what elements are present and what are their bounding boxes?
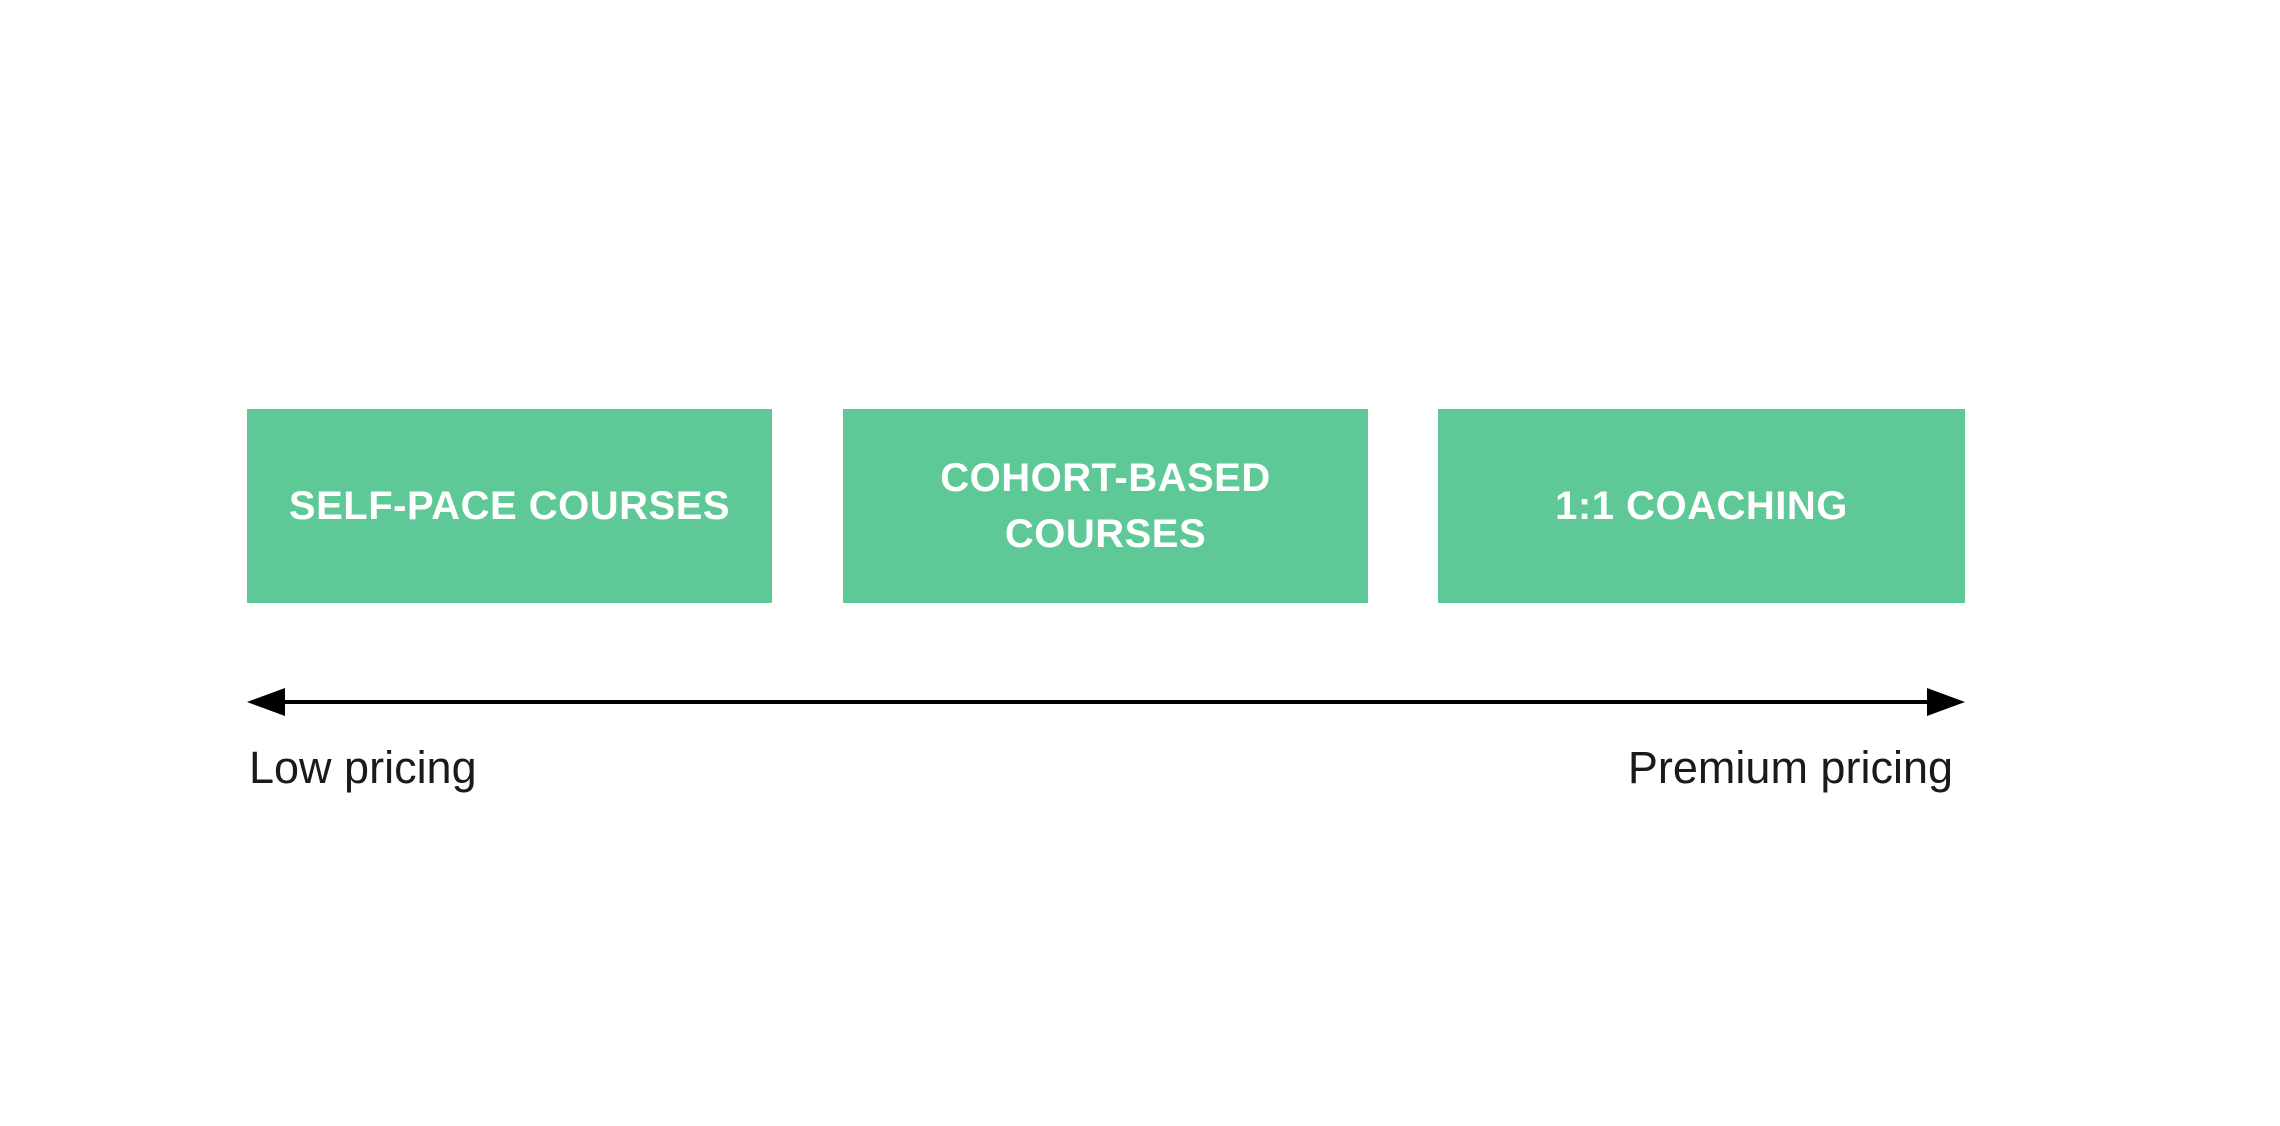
box-cohort-based-courses-label: COHORT-BASED COURSES [940, 456, 1271, 556]
box-cohort-based-courses: COHORT-BASED COURSES [843, 409, 1368, 603]
box-one-to-one-coaching-label: 1:1 COACHING [1555, 484, 1848, 528]
box-self-pace-courses: SELF-PACE COURSES [247, 409, 772, 603]
premium-pricing-label: Premium pricing [1627, 742, 1953, 793]
left-arrowhead-icon [247, 688, 285, 716]
box-self-pace-courses-label: SELF-PACE COURSES [288, 484, 731, 528]
low-pricing-label: Low pricing [249, 742, 477, 793]
box-one-to-one-coaching: 1:1 COACHING [1438, 409, 1965, 603]
right-arrowhead-icon [1927, 688, 1965, 716]
